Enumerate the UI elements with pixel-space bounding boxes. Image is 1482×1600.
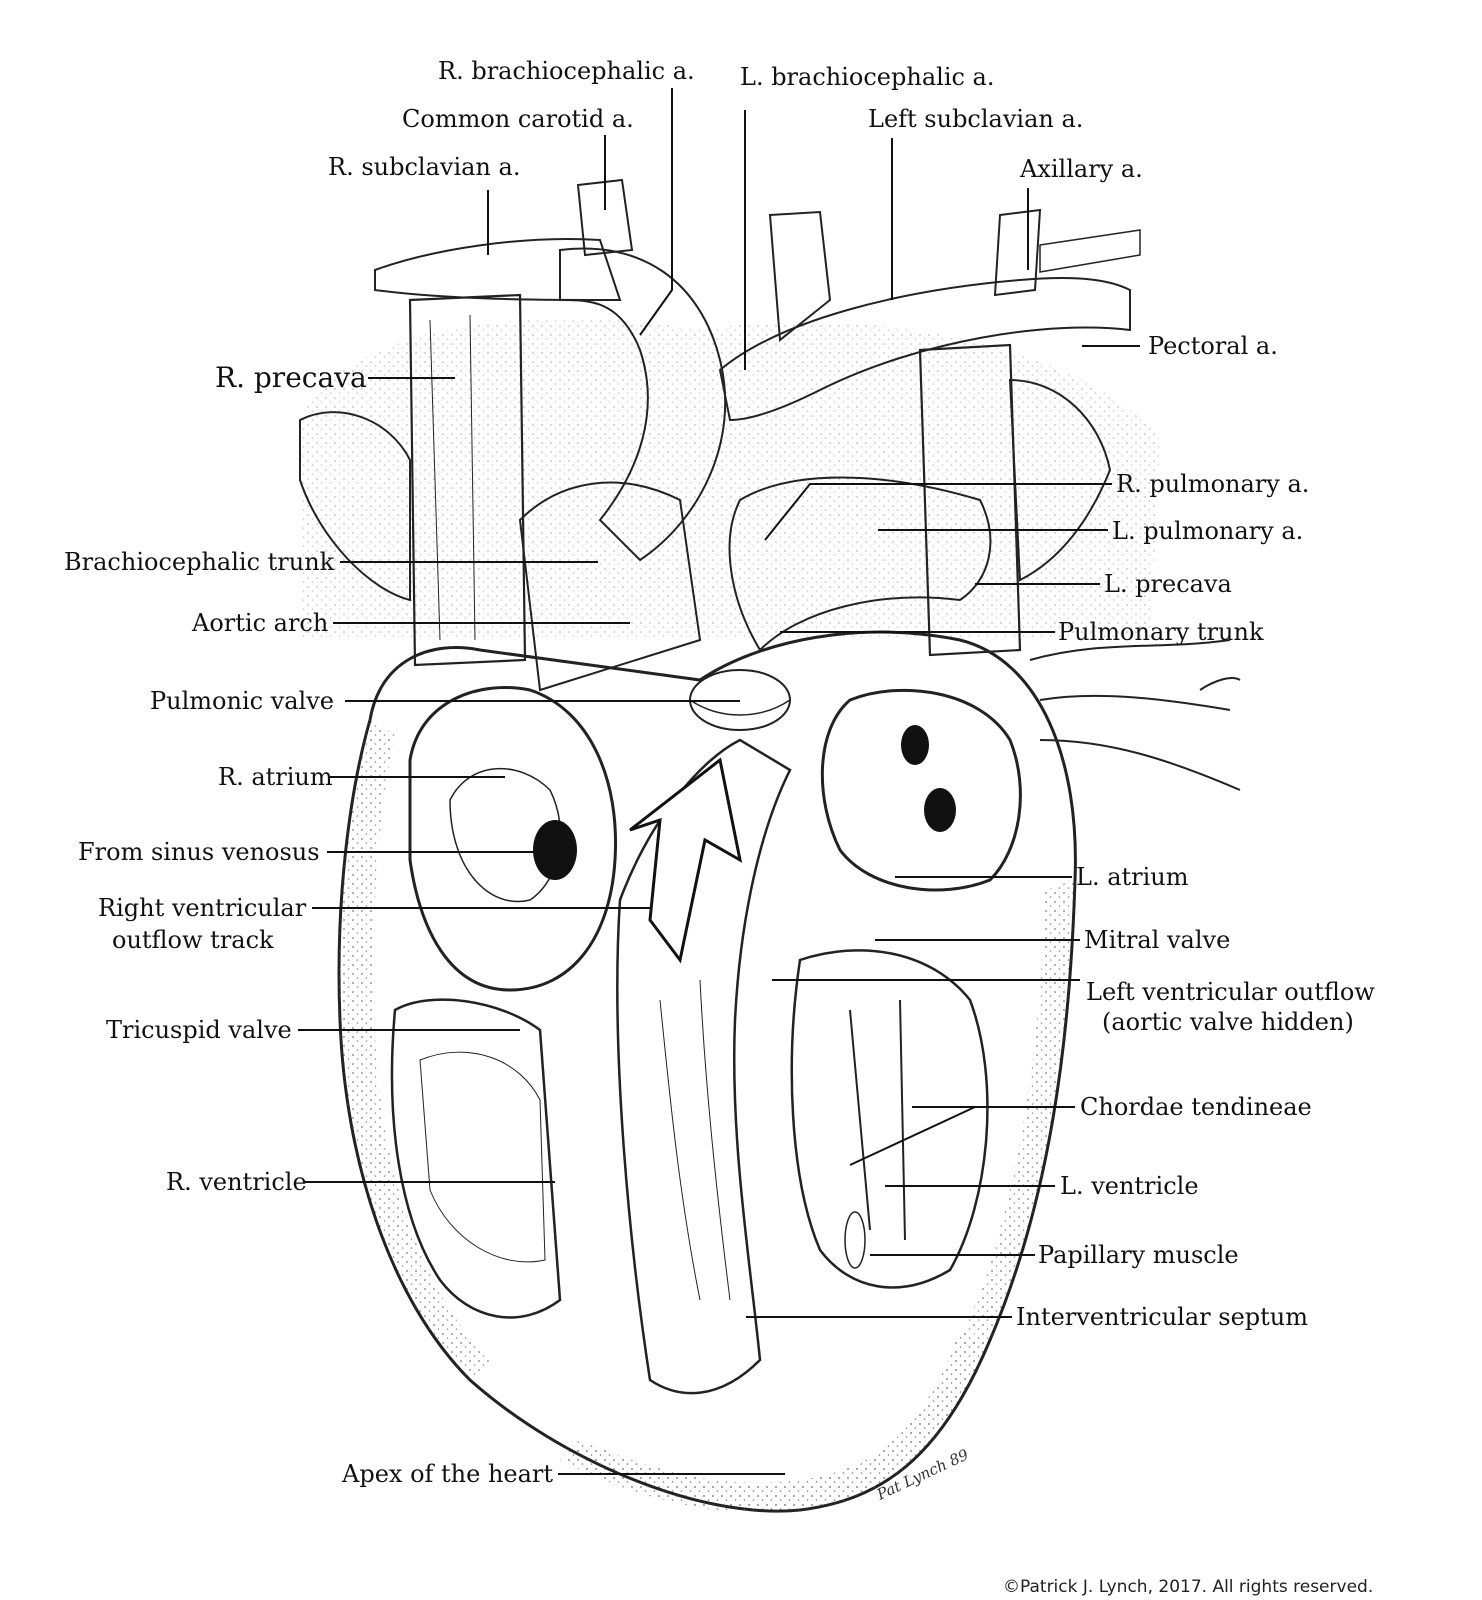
label-interventricular-septum: Interventricular septum [1016,1303,1308,1331]
r-atrium-chamber [408,686,618,992]
label-axillary: Axillary a. [1019,155,1143,183]
label-aortic-arch: Aortic arch [191,609,328,637]
label-tricuspid-valve: Tricuspid valve [106,1016,292,1044]
label-l-brachiocephalic: L. brachiocephalic a. [740,63,995,91]
interventricular-septum-column [616,738,792,1395]
label-r-subclavian: R. subclavian a. [328,153,520,181]
label-l-ventricle: L. ventricle [1060,1172,1199,1200]
pulmonary-trunk-vessel [728,476,992,652]
left-subclavian-vessel [718,277,1131,422]
r-precava-vessel [408,293,527,667]
label-chordae-tendineae: Chordae tendineae [1080,1093,1312,1121]
copyright-notice: ©Patrick J. Lynch, 2017. All rights rese… [1003,1577,1373,1597]
label-r-precava: R. precava [215,361,367,394]
label-rv-outflow-line1: Right ventricular [98,894,307,922]
label-l-atrium: L. atrium [1076,863,1189,891]
blood-flow-arrow [629,757,743,964]
label-r-atrium: R. atrium [218,763,333,791]
r-ventricle-cavity [390,998,562,1319]
labels: R. brachiocephalic a. L. brachiocephalic… [64,57,1375,1488]
label-left-subclavian: Left subclavian a. [868,105,1083,133]
label-pulmonary-trunk: Pulmonary trunk [1058,618,1264,646]
r-brachiocephalic-vessel [559,247,727,562]
label-brachiocephalic-trunk: Brachiocephalic trunk [64,548,335,576]
label-papillary-muscle: Papillary muscle [1038,1241,1239,1269]
label-pulmonic-valve: Pulmonic valve [150,687,334,715]
r-subclavian-vessel [374,238,622,302]
label-lv-outflow-line1: Left ventricular outflow [1086,978,1375,1006]
label-lv-outflow-line2: (aortic valve hidden) [1102,1008,1354,1036]
axillary-vessel [993,208,1042,297]
leader-lines [298,88,1140,1475]
l-ventricle-cavity [790,949,989,1289]
l-brachiocephalic-vessel [768,210,832,342]
l-precava-vessel [918,343,1022,657]
label-r-ventricle: R. ventricle [166,1168,307,1196]
papillary-muscle-shape [844,1211,866,1269]
sinus-venosus-opening [533,820,577,880]
label-l-pulmonary: L. pulmonary a. [1112,517,1303,545]
label-r-brachiocephalic: R. brachiocephalic a. [438,57,695,85]
label-apex: Apex of the heart [341,1460,553,1488]
label-common-carotid: Common carotid a. [402,105,634,133]
heart-artwork [299,178,1241,1513]
aortic-arch-vessel [518,481,702,692]
label-l-precava: L. precava [1104,570,1232,598]
label-mitral-valve: Mitral valve [1084,926,1230,954]
label-from-sinus-venosus: From sinus venosus [78,838,320,866]
label-pectoral: Pectoral a. [1148,332,1278,360]
label-rv-outflow-line2: outflow track [112,926,274,954]
label-r-pulmonary: R. pulmonary a. [1116,470,1309,498]
common-carotid-vessel [576,178,634,257]
l-atrium-chamber [820,688,1022,892]
